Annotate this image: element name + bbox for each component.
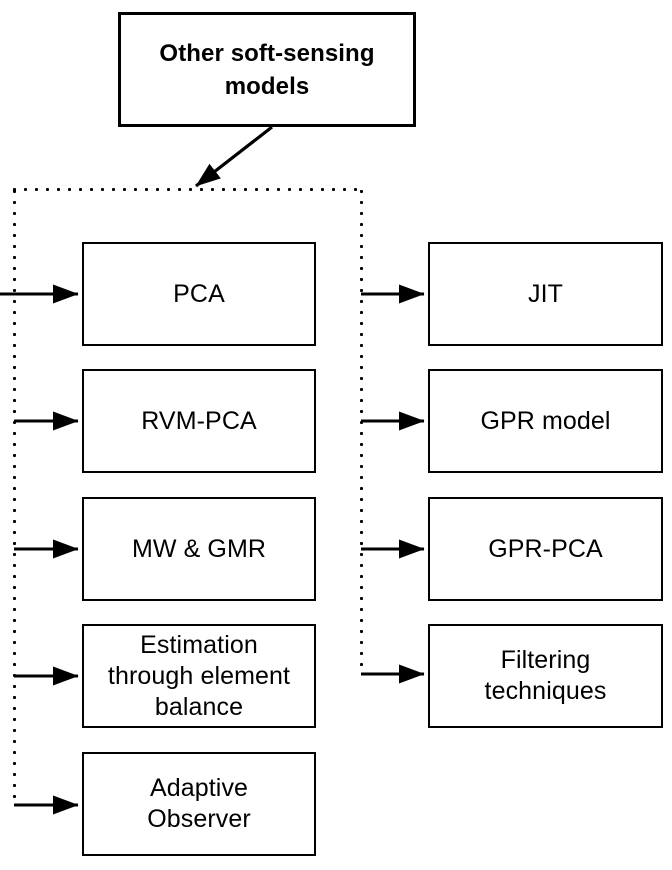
node-label: GPR model (480, 406, 611, 435)
node-label: PCA (173, 279, 225, 308)
node-label: Other soft-sensing models (159, 39, 375, 100)
node-adaptive-observer[interactable]: Adaptive Observer (82, 752, 316, 856)
node-pca[interactable]: PCA (82, 242, 316, 346)
node-label: GPR-PCA (488, 534, 603, 563)
node-mw-gmr[interactable]: MW & GMR (82, 497, 316, 601)
node-jit[interactable]: JIT (428, 242, 663, 346)
node-label: RVM-PCA (141, 406, 257, 435)
node-filtering-techniques[interactable]: Filtering techniques (428, 624, 663, 728)
arrow-root-to-group (195, 125, 273, 188)
node-label: Filtering techniques (484, 646, 607, 705)
node-label: JIT (527, 279, 564, 308)
node-root-other-soft-sensing-models[interactable]: Other soft-sensing models (118, 12, 416, 127)
node-estimation-through-element-balance[interactable]: Estimation through element balance (82, 624, 316, 728)
node-label: Estimation through element balance (107, 630, 291, 721)
node-label: Adaptive Observer (147, 774, 251, 833)
node-rvm-pca[interactable]: RVM-PCA (82, 369, 316, 473)
node-label: MW & GMR (131, 534, 267, 563)
node-gpr-pca[interactable]: GPR-PCA (428, 497, 663, 601)
node-gpr-model[interactable]: GPR model (428, 369, 663, 473)
